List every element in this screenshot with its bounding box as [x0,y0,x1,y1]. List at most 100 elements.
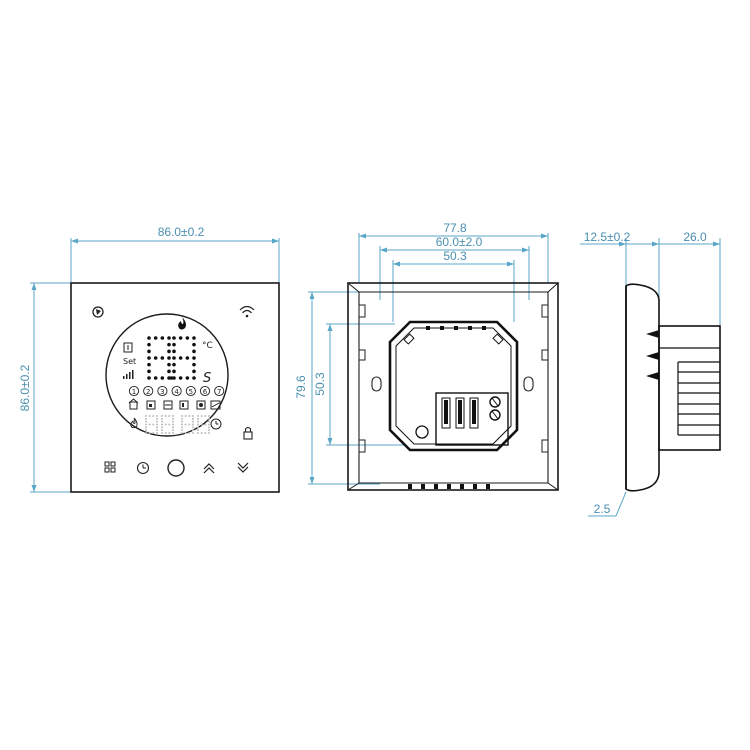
segment-dot [145,432,147,434]
segment-dot [172,336,176,340]
segment-dot [172,369,176,374]
segment-dot [192,423,194,426]
front-height-label: 86.0±0.2 [18,364,32,411]
segment-dot [192,342,196,347]
back-mounting-body [388,320,519,452]
segment-dot [197,415,199,417]
back-bottom-vents [408,484,490,489]
clock-small-icon [210,418,222,430]
flame-icon [178,317,186,330]
segment-dot [167,356,171,360]
mode-icon-3 [163,400,173,410]
segment-dot [168,432,171,434]
segment-dot [192,429,194,432]
segment-dot [185,336,190,340]
signal-bars-icon [123,370,134,379]
segment-dot [152,423,155,426]
segment-dot [152,415,155,417]
segment-dot [153,356,158,360]
home-mode-icon [128,398,139,410]
segment-dot [204,432,207,434]
menu-icon[interactable] [104,461,116,473]
segment-dot [145,420,147,423]
side-panel-depth-label: 12.5±0.2 [584,230,631,244]
back-frame-outer [347,282,559,491]
segment-dot [172,423,174,426]
power-button[interactable] [167,459,185,477]
segment-dot [184,423,187,426]
program-number: 6 [203,388,208,396]
back-inner-width-label: 50.3 [443,249,467,263]
flame-small-icon [130,417,138,429]
segment-dot [172,349,176,354]
back-inner-height-dimension: 50.3 [313,323,405,446]
program-number: 5 [189,388,193,396]
segment-dot [148,415,151,417]
segment-dot [184,415,187,417]
segment-dot [147,356,151,360]
segment-dot [156,429,158,432]
back-outer-width-label: 77.8 [443,221,467,235]
segment-dot [172,356,176,360]
segment-dot [172,426,174,429]
segment-dot [185,376,190,380]
segment-dot [181,420,183,423]
back-view: 77.8 60.0±2.0 50.3 79.6 [294,221,559,491]
segment-dot [188,423,191,426]
segment-dot [181,429,183,432]
segment-dot [200,423,203,426]
segment-dot [153,376,158,380]
segment-dot [172,429,174,432]
back-side-clips [358,304,549,453]
segment-dot [147,376,151,380]
unit-fahrenheit-s: S [203,371,211,386]
segment-dot [145,415,147,417]
segment-dot [172,417,174,420]
display-ring [105,313,229,437]
segment-dot [172,362,176,367]
segment-dot [192,420,194,423]
segment-dot [197,417,199,420]
segment-dot [192,415,194,417]
segment-dot [188,415,191,417]
clock-icon[interactable] [136,461,150,475]
segment-dot [192,417,194,420]
program-number: 3 [160,388,164,396]
segment-dot [147,342,151,347]
segment-dot [145,426,147,429]
back-outer-width-dimension: 77.8 [358,221,549,283]
back-body-teeth [403,326,504,345]
segment-dot [164,415,167,417]
front-height-dimension: 86.0±0.2 [18,282,70,493]
program-number: 4 [174,388,179,396]
back-outer-height-label: 79.6 [294,375,308,399]
segment-dot [197,429,199,432]
down-icon[interactable] [237,462,249,473]
segment-dot [161,417,163,420]
segment-dot [172,415,174,417]
program-circle [171,385,182,397]
segment-dot [208,429,210,432]
segment-dot [172,342,176,347]
main-temperature-digits [147,336,196,380]
back-screw-slot-left [371,376,382,392]
segment-dot [156,432,158,434]
segment-dot [161,432,163,434]
segment-dot [145,423,147,426]
decimal-point [169,376,174,380]
segment-dot [188,432,191,434]
segment-dot [192,349,196,354]
up-icon[interactable] [203,463,215,474]
mode-icon-4 [179,400,189,410]
segment-dot [192,369,196,374]
segment-dot [147,349,151,354]
segment-dot [181,417,183,420]
back-mid-width-label: 60.0±2.0 [436,235,483,249]
terminal-block [435,392,509,446]
segment-dot [200,415,203,417]
segment-dot [192,432,194,434]
segment-dot [208,423,210,426]
segment-dot [148,423,151,426]
segment-dot [208,420,210,423]
segment-dot [167,349,171,354]
